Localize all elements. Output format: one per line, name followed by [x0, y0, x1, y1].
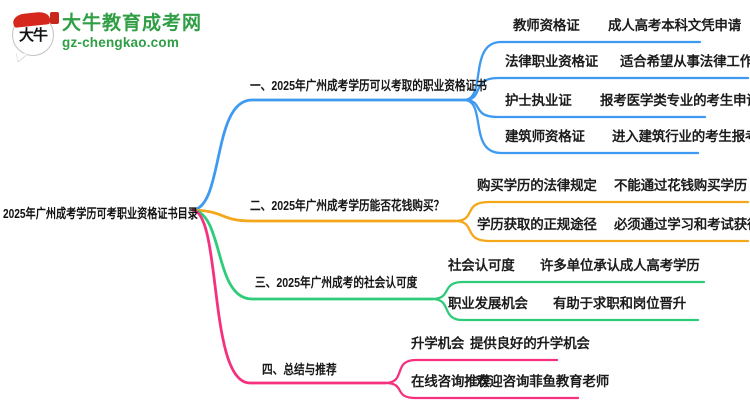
branch-1-child-4-label[interactable]: 建筑师资格证 — [505, 129, 585, 144]
branch-1-topic[interactable]: 一、2025年广州成考学历可以考取的职业资格证书 — [250, 78, 487, 93]
branch-1-child-3-desc[interactable]: 报考医学类专业的考生申请 — [600, 93, 750, 108]
branch-1-child-1-line — [462, 40, 702, 102]
logo-site-url: gz-chengkao.com — [62, 34, 180, 50]
branch-2-trunk-line — [191, 208, 457, 223]
logo-icon-characters: 大牛 — [18, 27, 48, 44]
branch-1-child-3-label[interactable]: 护士执业证 — [505, 93, 572, 108]
branch-1-child-1-label[interactable]: 教师资格证 — [513, 18, 580, 33]
branch-2-child-2-label[interactable]: 学历获取的正规途径 — [477, 217, 597, 232]
root-topic[interactable]: 2025年广州成考学历可考职业资格证书目录 — [3, 206, 198, 221]
branch-3-child-1-line — [430, 280, 706, 301]
branch-1-child-4-line — [462, 98, 700, 155]
branch-4-child-1-line — [383, 358, 559, 385]
branch-2-child-2-desc[interactable]: 必须通过学习和考试获得 — [614, 217, 750, 232]
branch-1-child-1-desc[interactable]: 成人高考本科文凭申请 — [608, 18, 741, 33]
logo-text-block: 大牛教育成考网 gz-chengkao.com — [62, 8, 202, 50]
branch-4-child-2-line — [383, 381, 580, 400]
branch-4-child-1-label[interactable]: 升学机会 — [411, 336, 465, 351]
logo-site-name: 大牛教育成考网 — [62, 13, 203, 34]
branch-4-child-1-desc[interactable]: 提供良好的升学机会 — [470, 336, 590, 351]
branch-3-topic[interactable]: 三、2025年广州成考的社会认可度 — [255, 275, 418, 290]
branch-1-child-2-desc[interactable]: 适合希望从事法律工作的人员 — [620, 54, 750, 69]
branch-1-child-4-desc[interactable]: 进入建筑行业的考生报考 — [612, 129, 750, 144]
branch-1-trunk-line — [191, 98, 466, 212]
branch-3-child-2-desc[interactable]: 有助于求职和岗位晋升 — [553, 296, 686, 311]
branch-4-child-2-label[interactable]: 在线咨询推荐 — [411, 374, 491, 389]
logo-seal-stamp-icon — [50, 12, 59, 24]
branch-3-child-2-line — [430, 297, 700, 322]
branch-2-child-1-label[interactable]: 购买学历的法律规定 — [477, 178, 597, 193]
site-logo[interactable]: 大牛 大牛教育成考网 gz-chengkao.com — [12, 8, 202, 64]
branch-3-trunk-line — [191, 208, 434, 301]
branch-3-child-1-label[interactable]: 社会认可度 — [448, 258, 515, 273]
branch-2-topic[interactable]: 二、2025年广州成考学历能否花钱购买？ — [250, 198, 445, 213]
branch-4-trunk-line — [191, 208, 387, 385]
logo-bull-icon: 大牛 — [12, 11, 59, 64]
branch-3-child-2-label[interactable]: 职业发展机会 — [448, 296, 528, 311]
branch-4-child-2-desc[interactable]: 欢迎咨询菲鱼教育老师 — [476, 374, 609, 389]
branch-2-child-1-line — [453, 200, 750, 223]
branch-3-child-1-desc[interactable]: 许多单位承认成人高考学历 — [540, 258, 700, 273]
branch-1-child-2-label[interactable]: 法律职业资格证 — [505, 54, 599, 69]
branch-4-topic[interactable]: 四、总结与推荐 — [262, 362, 337, 377]
branch-1-child-2-line — [462, 76, 750, 102]
branch-2-child-2-line — [453, 219, 750, 243]
branch-2-child-1-desc[interactable]: 不能通过花钱购买学历 — [614, 178, 747, 193]
